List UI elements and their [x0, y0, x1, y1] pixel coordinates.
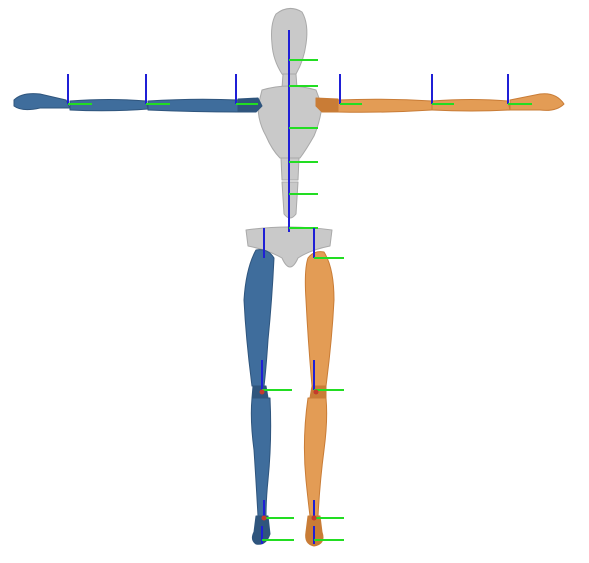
- right-ankle-joint[interactable]: [262, 516, 267, 521]
- left-forearm[interactable]: [432, 100, 510, 112]
- left-shoulder[interactable]: [316, 98, 340, 112]
- left-knee-joint[interactable]: [314, 390, 319, 395]
- right-knee-joint[interactable]: [260, 390, 265, 395]
- right-upper-arm[interactable]: [148, 99, 246, 112]
- left-ankle-joint[interactable]: [312, 516, 317, 521]
- left-upper-arm[interactable]: [338, 99, 432, 112]
- right-forearm[interactable]: [70, 100, 148, 111]
